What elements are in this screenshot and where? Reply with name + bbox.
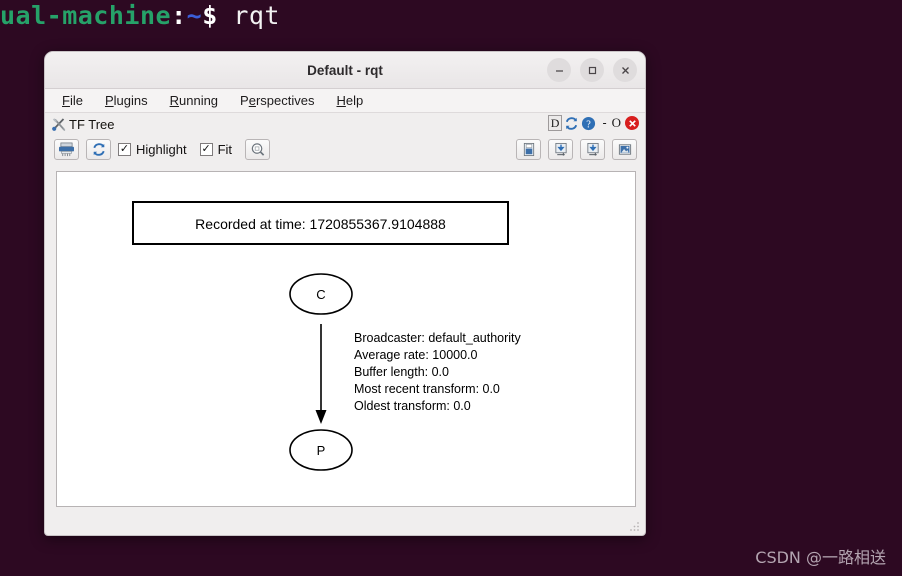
tf-edge-info-line: Buffer length: 0.0	[354, 365, 449, 379]
fit-checkbox[interactable]: ✓ Fit	[199, 141, 233, 157]
load-dot-button[interactable]	[516, 138, 541, 160]
save-svg-button[interactable]	[580, 138, 605, 160]
dock-close-icon	[628, 119, 636, 127]
maximize-icon	[588, 66, 596, 74]
dock-dash: -	[602, 116, 607, 130]
menu-mnemonic-plugins: P	[104, 93, 114, 108]
highlight-checkbox[interactable]: ✓ Highlight	[118, 142, 187, 157]
terminal-prompt-line: ual-machine:~$ rqt	[0, 0, 280, 32]
highlight-checkbox-label: Highlight	[136, 141, 187, 157]
maximize-button[interactable]	[580, 58, 604, 82]
refresh-button[interactable]	[86, 138, 111, 160]
tf-node-p-label: P	[317, 443, 326, 458]
rqt-window: Default - rqt File Plugins Running Persp…	[44, 51, 646, 536]
menu-rest-running: unning	[179, 93, 219, 108]
dock-controls: D ? - O	[547, 115, 639, 131]
menu-rest-plugins: lugins	[113, 93, 148, 108]
menu-item-plugins[interactable]: Plugins	[96, 91, 157, 110]
save-arrow-icon	[554, 142, 567, 156]
menu-mnemonic-running: R	[169, 93, 179, 108]
tf-tree-dock-header: TF Tree D ? - O	[45, 113, 645, 135]
save-image-button[interactable]	[612, 138, 637, 160]
tf-tree-toolbar: ✓ Highlight ✓ Fit	[45, 135, 645, 163]
recorded-time-label: Recorded at time: 1720855367.9104888	[195, 216, 446, 232]
tf-graph: Recorded at time: 1720855367.9104888 C P…	[132, 201, 522, 471]
menu-mnemonic-perspectives: e	[248, 93, 256, 108]
menu-item-running[interactable]: Running	[161, 91, 227, 110]
resize-grip[interactable]	[629, 520, 641, 532]
terminal-path: ~	[186, 1, 203, 30]
save-arrow-icon	[586, 142, 599, 156]
menu-mnemonic-help: H	[336, 93, 346, 108]
highlight-checkbox-box: ✓	[118, 142, 131, 156]
terminal-colon: :	[171, 1, 187, 30]
menu-pre-perspectives: P	[240, 93, 249, 108]
tf-edge-info-line: Most recent transform: 0.0	[354, 382, 500, 396]
refresh-icon	[92, 142, 105, 156]
toolbar-right-group	[516, 138, 637, 160]
menu-mnemonic-file: F	[62, 93, 70, 108]
minimize-button[interactable]	[547, 58, 571, 82]
image-icon	[618, 143, 631, 155]
tf-tree-dock-title: TF Tree	[69, 116, 115, 132]
window-titlebar: Default - rqt	[45, 52, 645, 89]
dock-close-button[interactable]	[625, 116, 639, 130]
csdn-watermark: CSDN @一路相送	[755, 548, 886, 567]
window-controls	[547, 58, 637, 82]
tf-tree-graph-canvas[interactable]: Recorded at time: 1720855367.9104888 C P…	[56, 171, 636, 507]
menu-rest-file: ile	[69, 93, 83, 108]
tf-edge-arrowhead	[315, 410, 327, 424]
window-title: Default - rqt	[307, 62, 383, 78]
print-button[interactable]	[54, 138, 79, 160]
tf-edge-info-line: Broadcaster: default_authority	[354, 331, 522, 345]
terminal-dollar: $	[202, 1, 218, 30]
printer-icon	[59, 142, 74, 156]
tools-icon	[52, 118, 66, 131]
dock-restore-letter[interactable]: O	[611, 115, 621, 130]
terminal-command: rqt	[233, 1, 280, 30]
magnifier-icon	[251, 142, 264, 156]
svg-text:?: ?	[587, 119, 592, 130]
menu-item-file[interactable]: File	[53, 91, 92, 110]
menu-rest-perspectives: rspectives	[255, 93, 315, 108]
menu-item-help[interactable]: Help	[327, 91, 372, 110]
tf-edge-info: Broadcaster: default_authority Average r…	[354, 331, 522, 413]
menu-rest-help: elp	[345, 93, 364, 108]
dock-float-letter[interactable]: D	[547, 115, 563, 131]
dock-help-icon[interactable]: ?	[581, 116, 596, 131]
tf-edge-info-line: Oldest transform: 0.0	[354, 399, 471, 413]
recorded-time-box	[132, 201, 509, 245]
zoom-fit-button[interactable]	[245, 138, 271, 160]
tf-edge-info-line: Average rate: 10000.0	[354, 348, 478, 362]
menu-item-perspectives[interactable]: Perspectives	[231, 91, 323, 110]
folder-open-icon	[523, 142, 534, 156]
terminal-host: ual-machine	[0, 1, 172, 30]
close-button[interactable]	[613, 58, 637, 82]
tf-node-c[interactable]	[289, 273, 353, 315]
fit-checkbox-label: Fit	[217, 141, 233, 157]
save-dot-button[interactable]	[548, 138, 573, 160]
minimize-icon	[555, 69, 563, 72]
close-icon	[621, 66, 629, 74]
tf-node-c-label: C	[316, 287, 325, 302]
tf-node-p[interactable]	[289, 429, 353, 471]
menubar: File Plugins Running Perspectives Help	[45, 89, 645, 113]
dock-reload-icon[interactable]	[564, 116, 579, 131]
fit-checkbox-box: ✓	[199, 142, 213, 156]
